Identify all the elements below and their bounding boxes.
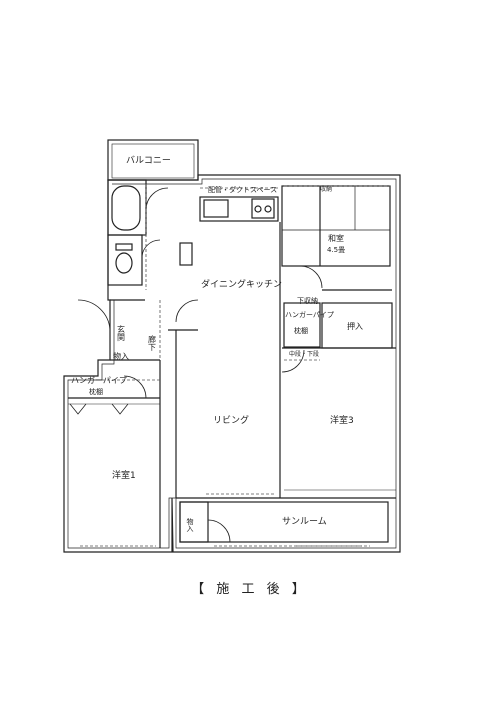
dining-kitchen-label: ダイニングキッチン — [201, 278, 282, 290]
hanger-left-label: ハンガーパイプ — [71, 375, 127, 385]
closet-top-label: 収納 — [320, 185, 332, 193]
duct-label: 配管・ダクトスペース — [208, 185, 277, 194]
toilet-bowl — [115, 252, 133, 274]
toilet-room — [107, 234, 143, 286]
storage-bottom-label: 物入 — [186, 517, 194, 532]
lower-storage-label: 中段・下段 — [289, 350, 319, 358]
kitchen-counter — [199, 196, 279, 222]
washitsu-room — [281, 185, 391, 267]
washitsu-size-label: 4.5畳 — [327, 246, 345, 254]
storage-left-label: 物入 — [113, 351, 129, 361]
small-storage-label: 下収納 — [297, 296, 318, 305]
balcony-outline — [107, 139, 199, 181]
bottom-storage — [179, 501, 209, 543]
sunroom-label: サンルーム — [282, 516, 327, 527]
burner-icon — [264, 205, 272, 213]
toilet-tank — [115, 243, 133, 251]
balcony-label: バルコニー — [126, 155, 171, 166]
shelf-left-label: 枕棚 — [89, 387, 103, 396]
oshiire-label: 押入 — [347, 321, 363, 331]
bathtub — [111, 185, 141, 231]
sink — [203, 199, 229, 218]
washbasin — [179, 242, 193, 266]
youshitsu3-label: 洋室3 — [330, 414, 354, 426]
hanger-right-label: ハンガーパイプ — [285, 310, 334, 319]
outer-wall — [63, 174, 401, 553]
living-label: リビング — [213, 414, 249, 426]
plan-caption: 【 施 工 後 】 — [191, 582, 309, 597]
stove — [251, 198, 275, 219]
youshitsu1-label: 洋室1 — [112, 469, 136, 481]
genkan-label: 玄関 — [117, 324, 126, 342]
shelf-right-label: 枕棚 — [294, 326, 308, 335]
burner-icon — [254, 205, 262, 213]
rouka-label: 廊下 — [148, 334, 157, 352]
hanger-closet-right — [283, 302, 321, 348]
balcony-inner — [111, 143, 195, 179]
washitsu-label: 和室 — [328, 233, 344, 243]
outer-wall-inner — [67, 178, 397, 549]
